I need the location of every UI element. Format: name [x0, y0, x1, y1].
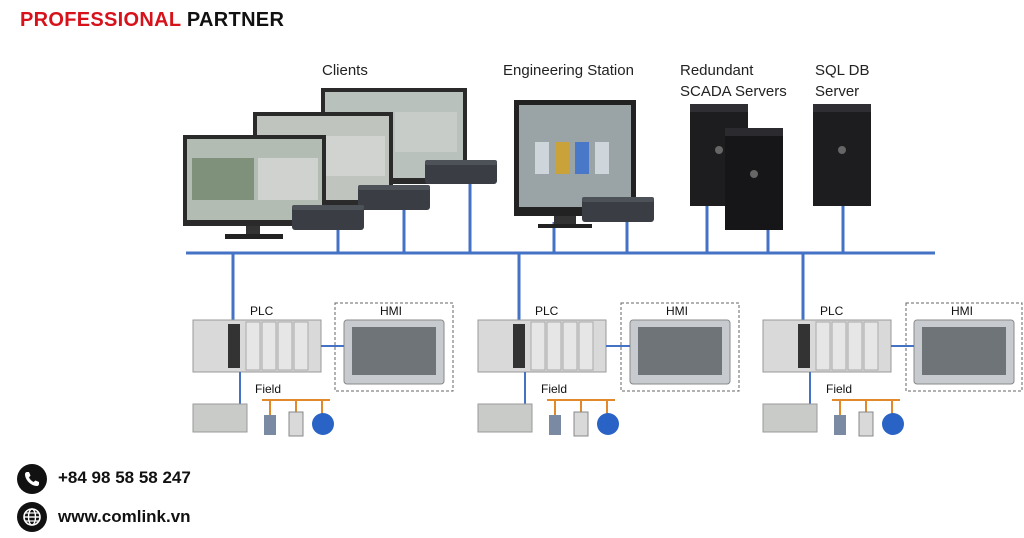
globe-icon: [17, 502, 47, 532]
label-field-3: Field: [826, 382, 853, 396]
brand-word-partner: PARTNER: [186, 9, 285, 31]
transmitter-1: [288, 411, 304, 437]
valve-3: [834, 415, 846, 435]
io-module-2: [477, 403, 533, 433]
label-plc-2: PLC: [535, 304, 559, 318]
valve-2: [549, 415, 561, 435]
io-module-1: [192, 403, 248, 433]
phone-number: +84 98 58 58 247: [58, 468, 191, 487]
label-sql-line1: SQL DB: [815, 62, 870, 79]
motor-1: [312, 413, 334, 435]
label-scada-line1: Redundant: [680, 62, 754, 79]
scada-server-2: [725, 128, 783, 230]
label-plc-1: PLC: [250, 304, 274, 318]
field-bus-2: [547, 399, 615, 415]
label-hmi-2: HMI: [666, 304, 688, 318]
client-minipc-1: [425, 160, 497, 184]
label-plc-3: PLC: [820, 304, 844, 318]
motor-2: [597, 413, 619, 435]
website-link[interactable]: www.comlink.vn: [58, 507, 191, 526]
label-scada-line2: SCADA Servers: [680, 83, 787, 100]
client-minipc-3: [292, 205, 364, 230]
transmitter-3: [858, 411, 874, 437]
label-hmi-3: HMI: [951, 304, 973, 318]
plc-rack-1: [192, 319, 322, 373]
engineering-monitor: [514, 100, 636, 228]
hmi-panel-3: [913, 319, 1015, 385]
plc-rack-3: [762, 319, 892, 373]
sql-db-server: [813, 104, 871, 206]
label-clients: Clients: [322, 62, 368, 79]
field-bus-1: [262, 399, 330, 415]
brand-word-professional: PROFESSIONAL: [20, 9, 182, 31]
label-hmi-1: HMI: [380, 304, 402, 318]
client-minipc-2: [358, 185, 430, 210]
io-module-3: [762, 403, 818, 433]
label-field-1: Field: [255, 382, 282, 396]
engineering-minipc: [582, 197, 654, 222]
brand-title: PROFESSIONAL PARTNER: [20, 9, 284, 32]
hmi-panel-1: [343, 319, 445, 385]
label-sql-line2: Server: [815, 83, 860, 100]
hmi-panel-2: [629, 319, 731, 385]
valve-1: [264, 415, 276, 435]
label-engineering-station: Engineering Station: [503, 62, 634, 79]
transmitter-2: [573, 411, 589, 437]
plc-rack-2: [477, 319, 607, 373]
hmi-frame-3: [905, 302, 1023, 392]
ethernet-network: [186, 183, 935, 320]
field-bus-3: [832, 399, 900, 415]
motor-3: [882, 413, 904, 435]
phone-icon: [17, 464, 47, 494]
label-field-2: Field: [541, 382, 568, 396]
